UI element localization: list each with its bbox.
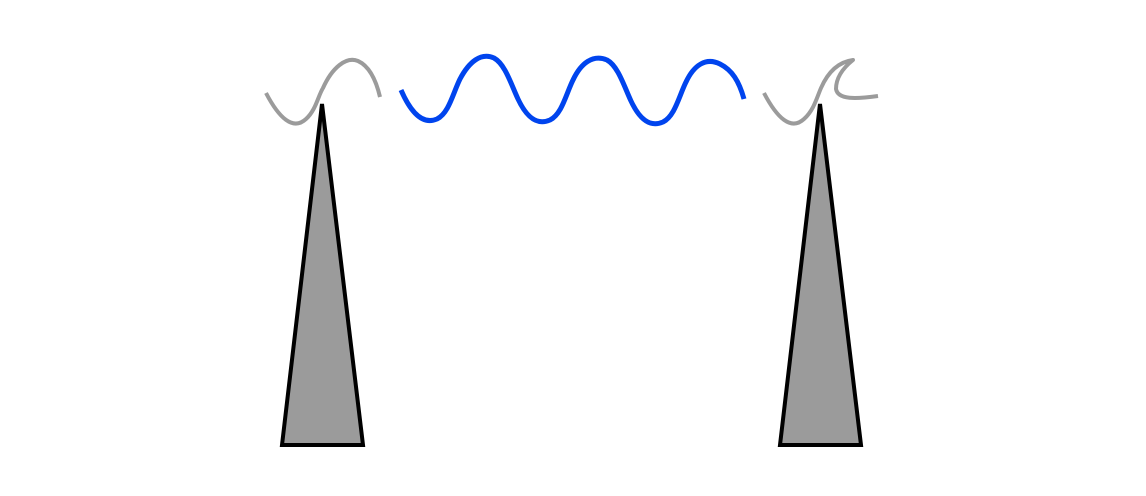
left-antenna-wave bbox=[264, 57, 382, 126]
right-antenna-wave bbox=[762, 58, 879, 126]
left-antenna-tower bbox=[279, 103, 366, 447]
right-antenna-tower bbox=[777, 103, 864, 447]
transmitted-signal-wave bbox=[398, 53, 747, 127]
